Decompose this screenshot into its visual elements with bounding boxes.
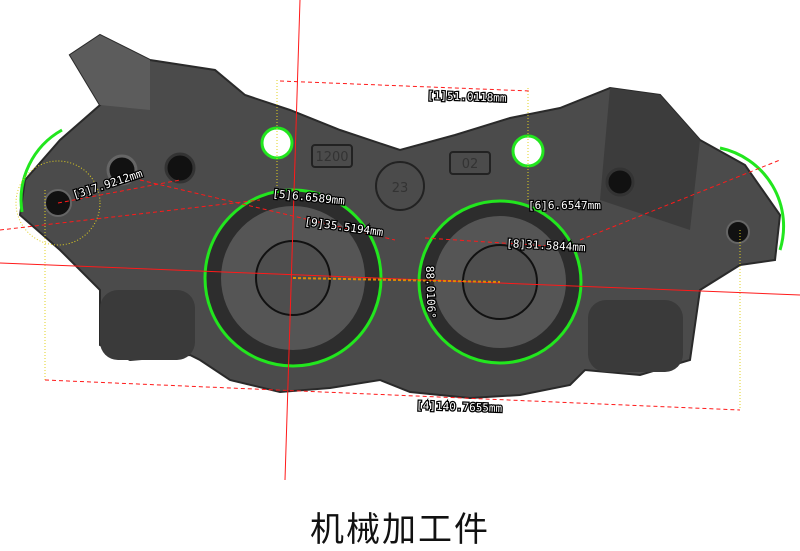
marking-box-left bbox=[311, 144, 353, 168]
marking-right: 02 bbox=[462, 157, 479, 172]
angle-measurement: 88.0106° bbox=[423, 266, 438, 319]
measurement-4: [4]140.7655mm bbox=[416, 399, 503, 415]
right-bore-fit-circle bbox=[417, 199, 583, 365]
image-caption: 机械加工件 bbox=[310, 510, 490, 550]
left-bleed-port bbox=[106, 154, 138, 186]
upper-left-lug bbox=[70, 35, 150, 110]
horizontal-reference-line bbox=[0, 262, 800, 296]
marking-center: 23 bbox=[392, 181, 409, 196]
marking-left: 1200 bbox=[315, 150, 348, 165]
left-mount-boss bbox=[100, 290, 195, 360]
left-port bbox=[164, 152, 196, 184]
right-port bbox=[605, 167, 635, 197]
measurement-1: [1]51.0118mm bbox=[427, 89, 507, 105]
right-end-fit-arc bbox=[719, 146, 786, 251]
marking-box-right bbox=[449, 151, 491, 175]
dimension-lines bbox=[0, 80, 781, 411]
right-mount-boss bbox=[588, 300, 683, 372]
vertical-reference-line bbox=[284, 0, 301, 481]
measurement-6: [6]6.6547mm bbox=[528, 199, 601, 212]
guide-lines bbox=[15, 80, 741, 410]
center-line bbox=[292, 277, 501, 283]
right-mount-hole bbox=[726, 220, 750, 244]
measurement-8: [8]31.5844mm bbox=[506, 237, 586, 254]
date-wheel bbox=[375, 161, 425, 211]
left-end-fit-arc bbox=[19, 128, 63, 213]
